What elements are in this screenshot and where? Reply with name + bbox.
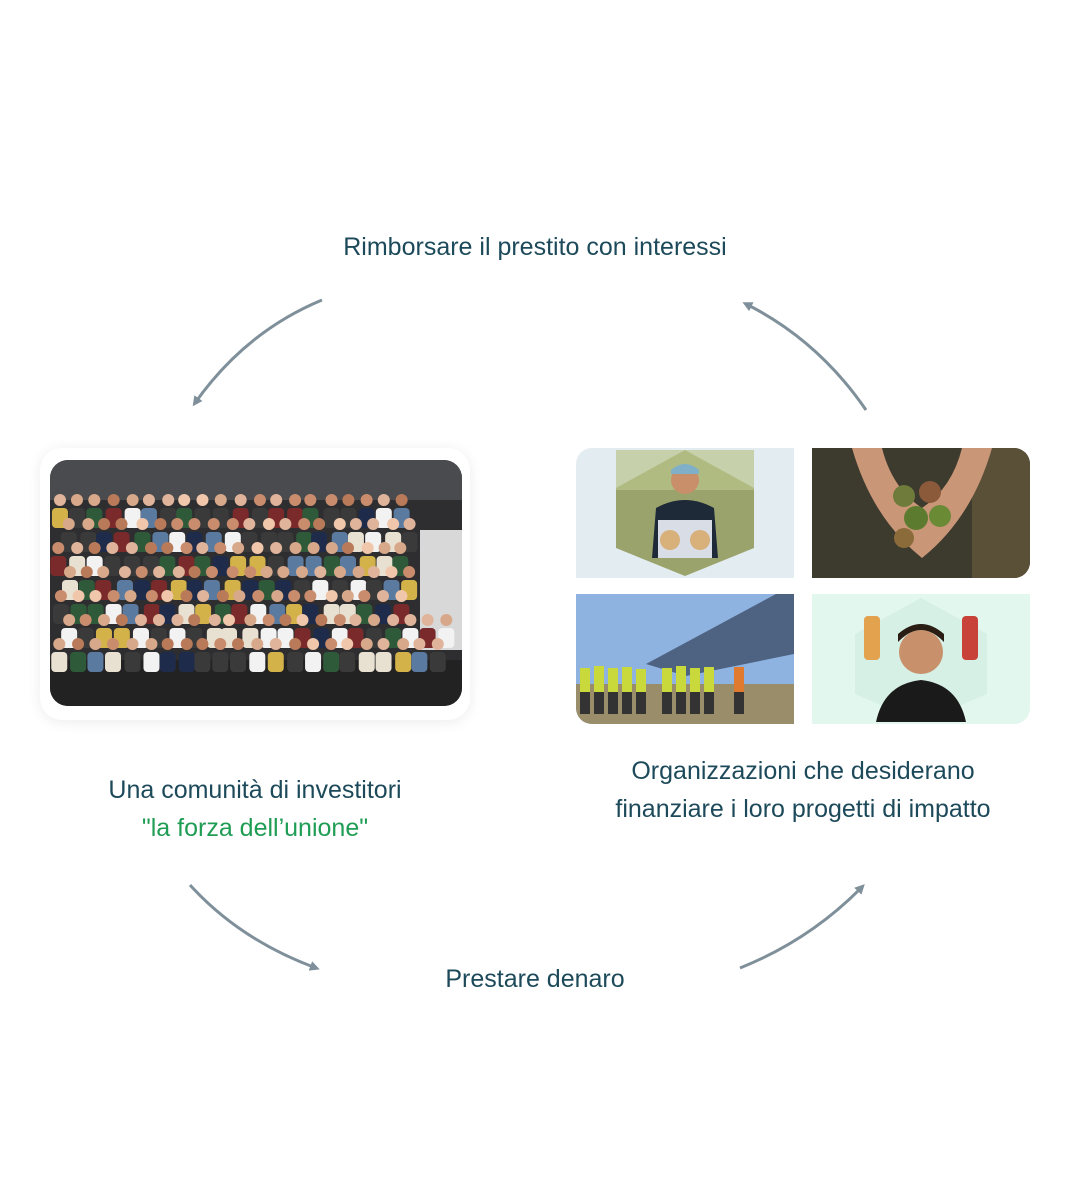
community-card [40,448,470,720]
community-slogan: "la forza dell’unione" [141,814,369,842]
hands-holding-fruit-photo-icon [812,448,1030,578]
group-photo-icon [50,460,462,706]
farmer-photo-icon [576,448,794,578]
step-lend-label: Prestare denaro [445,965,625,993]
organizations-title: Organizzazioni che desiderano [631,757,975,785]
arrow-bottom-right [739,884,865,970]
man-with-bottles-photo-icon [812,594,1030,724]
organizations-subtitle: finanziare i loro progetti di impatto [615,795,991,823]
step-repay-label: Rimborsare il prestito con interessi [343,233,727,261]
community-title: Una comunità di investitori [108,776,402,804]
arrow-bottom-left [188,883,320,971]
arrow-top-right [742,302,868,411]
solar-panel-workers-photo-icon [576,594,794,724]
arrow-top-left [192,298,323,407]
